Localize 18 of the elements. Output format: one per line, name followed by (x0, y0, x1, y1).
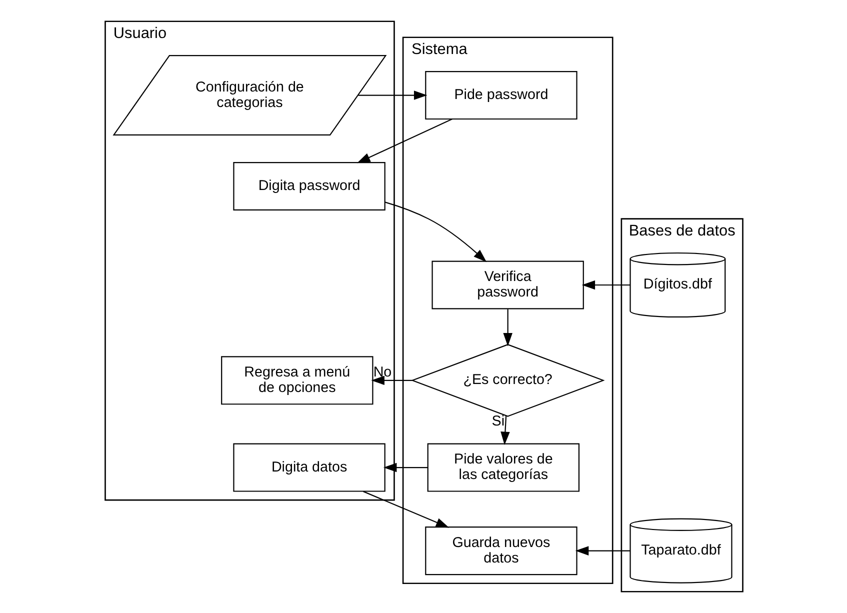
node-box: Guarda nuevos datos (424, 526, 577, 576)
arrow (500, 416, 510, 445)
arrow (574, 546, 630, 556)
node-box: Verifica password (431, 260, 584, 310)
edge-label: No (372, 364, 392, 380)
arrow (362, 490, 449, 528)
arrow (502, 309, 512, 346)
node-box: Digita datos (232, 443, 385, 492)
node-box: Pide password (424, 71, 577, 120)
arrow (370, 376, 412, 386)
arrow (356, 118, 452, 164)
node-box: Regresa a menú de opciones (220, 356, 373, 405)
arrow (581, 280, 630, 290)
arrow (384, 202, 486, 262)
arrow (382, 462, 428, 472)
node-box: Digita password (232, 162, 385, 211)
arrow (358, 90, 427, 100)
node-box: Pide valores de las categorías (426, 443, 580, 492)
